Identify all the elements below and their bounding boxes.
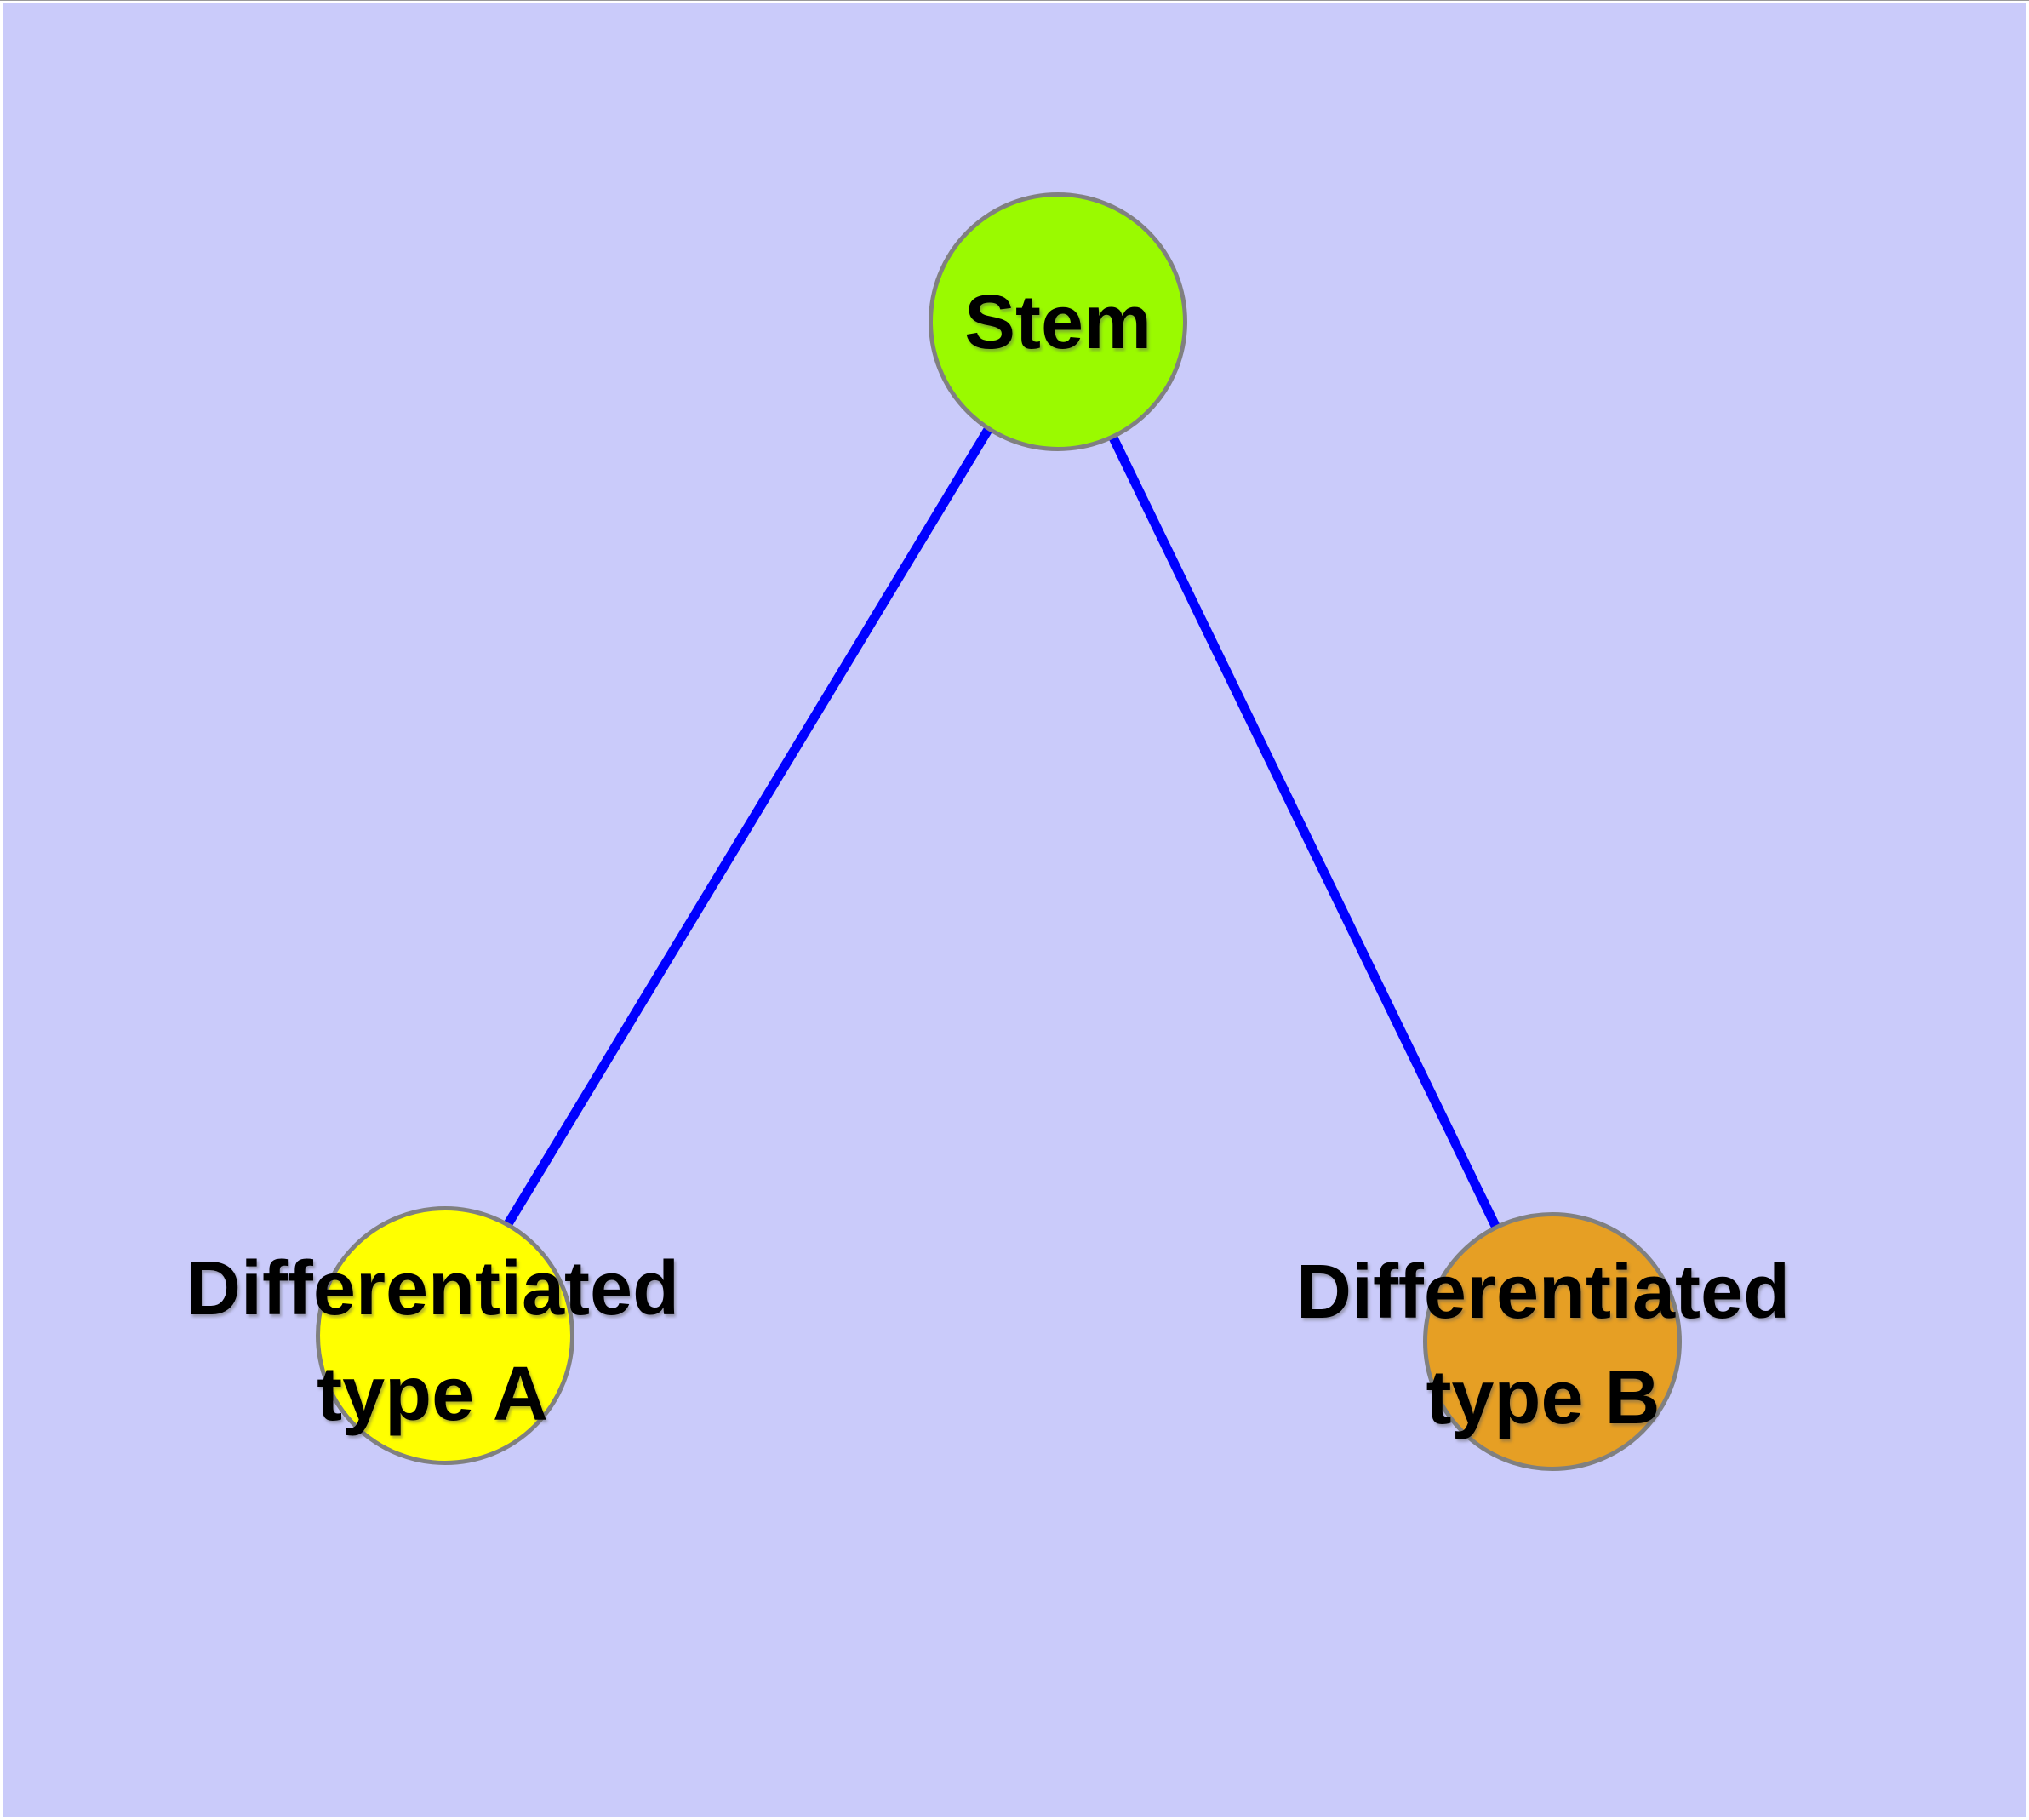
node-differentiated-type-a-label: Differentiated type A	[186, 1236, 679, 1447]
edges-layer	[438, 316, 1554, 1341]
label-line-2: type A	[317, 1352, 548, 1437]
label-line-2: type B	[1426, 1355, 1660, 1440]
node-stem	[929, 192, 1187, 451]
diagram-canvas: Stem Differentiated type A Differentiate…	[3, 3, 2026, 1817]
node-differentiated-type-b	[1423, 1212, 1682, 1471]
canvas-top-border	[0, 0, 2029, 1]
node-stem-label: Stem	[963, 280, 1152, 365]
node-differentiated-type-b-label: Differentiated type B	[1296, 1239, 1790, 1451]
label-line-1: Differentiated	[185, 1246, 680, 1331]
edge-stem-to-type-a	[438, 316, 1060, 1335]
node-differentiated-type-a	[316, 1206, 574, 1465]
edge-stem-to-type-b	[1051, 316, 1554, 1341]
label-line-1: Differentiated	[1295, 1250, 1791, 1335]
